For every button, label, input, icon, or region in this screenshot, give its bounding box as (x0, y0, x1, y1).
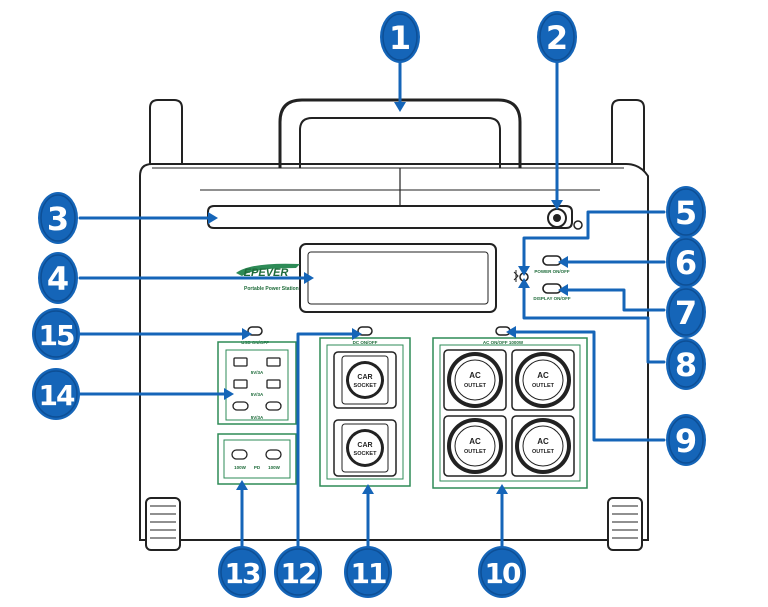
callout-3-number: 3 (47, 200, 69, 238)
callout-3: 3 (38, 192, 78, 244)
ac-outlet-label-2a: AC (537, 371, 549, 380)
usb-row1-label: 5V/3A (251, 370, 264, 375)
car-socket-label-2b: SOCKET (354, 451, 378, 457)
callout-14-number: 14 (39, 379, 75, 412)
usb-row2-label: 5V/3A (251, 392, 264, 397)
callout-15: 15 (32, 308, 80, 360)
callout-4-number: 4 (47, 260, 69, 298)
car-socket-label-1a: CAR (357, 374, 372, 381)
callout-8: 8 (666, 338, 706, 390)
callout-14: 14 (32, 368, 80, 420)
ac-outlet: AC OUTLET (443, 349, 507, 411)
usb-c-port (265, 401, 282, 411)
pd-port-right (265, 449, 282, 460)
light-indicator (573, 220, 583, 230)
car-socket-label-1b: SOCKET (354, 383, 378, 389)
ac-outlet: AC OUTLET (511, 415, 575, 477)
power-button-label: POWER ON/OFF (534, 269, 569, 274)
ac-switch-label: AC ON/OFF 1000W (483, 340, 524, 345)
ac-outlet-label-4b: OUTLET (532, 449, 555, 455)
usb-panel: USB ON/OFF 5V/3A 5V/3A 5V/3A 100W PD 100… (217, 326, 297, 485)
pd-right-label: 100W (268, 465, 281, 470)
ac-outlet-label-2b: OUTLET (532, 383, 555, 389)
brand-logo-text: EPEVER (244, 267, 289, 279)
ac-outlet-label-3b: OUTLET (464, 449, 487, 455)
display-button-label: DISPLAY ON/OFF (533, 296, 571, 301)
usb-a-port (233, 357, 248, 367)
car-socket: CAR SOCKET (333, 419, 397, 477)
callout-4: 4 (38, 252, 78, 304)
dc-switch-label: DC ON/OFF (353, 340, 378, 345)
callout-2: 2 (537, 11, 577, 63)
ac-outlet-label-1b: OUTLET (464, 383, 487, 389)
arrowheads (208, 102, 568, 494)
pd-port-left (231, 449, 248, 460)
callout-9: 9 (666, 414, 706, 466)
callout-13: 13 (218, 546, 266, 598)
dc-panel: DC ON/OFF (319, 326, 411, 487)
callout-7: 7 (666, 286, 706, 338)
ac-outlet: AC OUTLET (511, 349, 575, 411)
callout-9-number: 9 (675, 422, 697, 460)
callout-7-number: 7 (675, 294, 697, 332)
ac-outlet-label-3a: AC (469, 437, 481, 446)
callout-8-number: 8 (675, 346, 697, 384)
callout-15-number: 15 (39, 319, 74, 352)
callout-2-number: 2 (546, 19, 568, 57)
callout-11-number: 11 (351, 557, 386, 590)
callout-5-number: 5 (675, 194, 697, 232)
feet-treads (150, 505, 638, 539)
usb-switch[interactable] (247, 326, 263, 336)
callout-10: 10 (478, 546, 526, 598)
pd-left-label: 100W (234, 465, 247, 470)
usb-row3-label: 5V/3A (251, 415, 264, 420)
callout-13-number: 13 (225, 557, 260, 590)
usb-c-port (232, 401, 249, 411)
usb-a-port (266, 357, 281, 367)
usb-a-port (266, 379, 281, 389)
callout-1: 1 (380, 11, 420, 63)
dc-switch[interactable] (357, 326, 373, 336)
callout-1-number: 1 (389, 19, 411, 57)
car-socket: CAR SOCKET (333, 351, 397, 409)
callout-6-number: 6 (675, 244, 697, 282)
callout-11: 11 (344, 546, 392, 598)
callout-badges: 1 2 3 4 5 6 7 8 9 10 11 12 13 14 15 (32, 11, 706, 598)
ac-outlet: AC OUTLET (443, 415, 507, 477)
ac-outlet-label-4a: AC (537, 437, 549, 446)
callout-12-number: 12 (281, 557, 316, 590)
device-body (139, 98, 649, 551)
car-socket-label-2a: CAR (357, 442, 372, 449)
brand-subtitle: Portable Power Station (244, 286, 299, 292)
callout-5: 5 (666, 186, 706, 238)
brand-logo: EPEVER Portable Power Station (236, 263, 300, 292)
callout-12: 12 (274, 546, 322, 598)
usb-a-port (233, 379, 248, 389)
callout-6: 6 (666, 236, 706, 288)
ac-outlet-label-1a: AC (469, 371, 481, 380)
callout-10-number: 10 (485, 557, 521, 590)
pd-mid-label: PD (254, 465, 261, 470)
round-port (547, 208, 567, 228)
ac-panel: AC ON/OFF 1000W (432, 326, 588, 489)
